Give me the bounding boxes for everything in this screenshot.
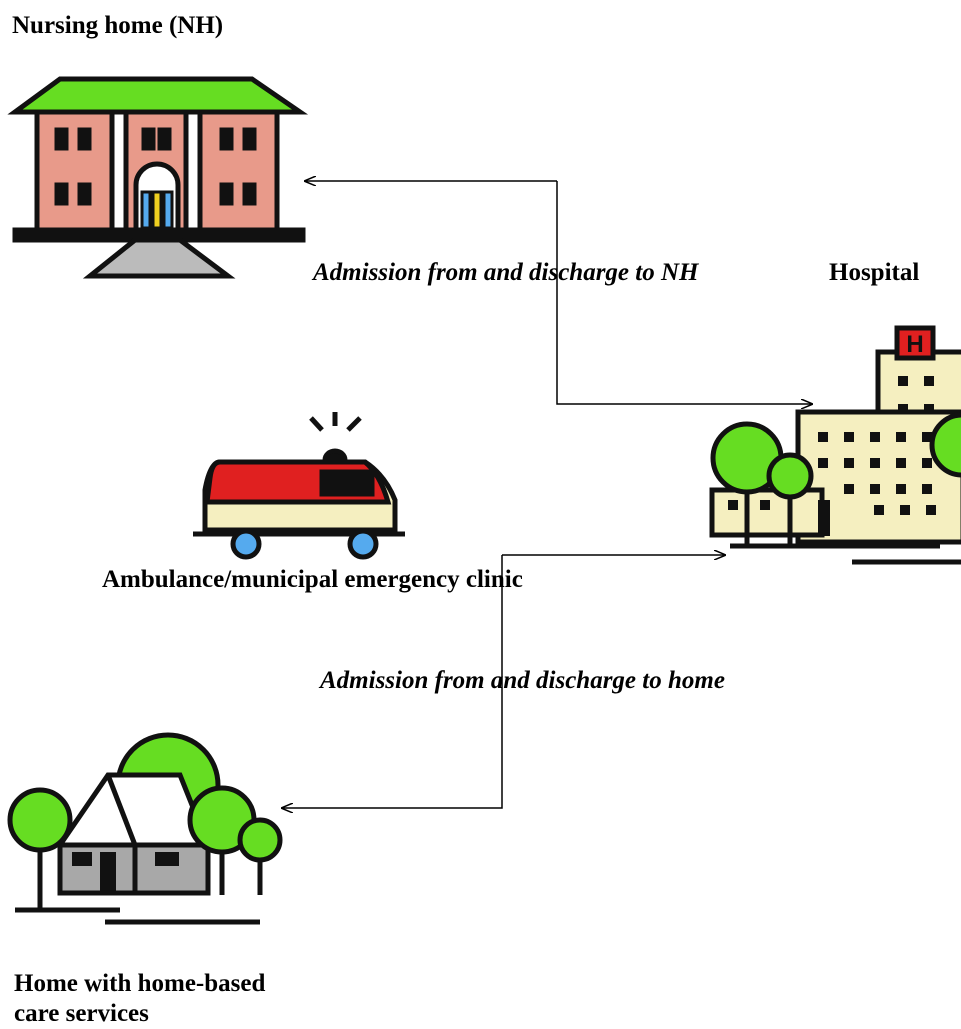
nursing-home-icon xyxy=(7,76,309,279)
home-icon xyxy=(7,732,283,925)
flow-nh-label: Admission from and discharge to NH xyxy=(313,259,699,286)
hospital-label: Hospital xyxy=(829,259,920,286)
home-label-line1: Home with home-based xyxy=(14,970,266,997)
flow-home-connector xyxy=(282,555,725,808)
ambulance-label: Ambulance/municipal emergency clinic xyxy=(102,566,523,593)
home-label-line2: care services xyxy=(14,1000,149,1027)
flow-home-label: Admission from and discharge to home xyxy=(320,667,725,694)
hospital-icon xyxy=(709,325,961,565)
flow-nh-connector xyxy=(305,181,812,404)
ambulance-icon xyxy=(193,412,405,560)
hospital-sign: H xyxy=(906,331,923,358)
nursing-home-label: Nursing home (NH) xyxy=(12,12,224,39)
